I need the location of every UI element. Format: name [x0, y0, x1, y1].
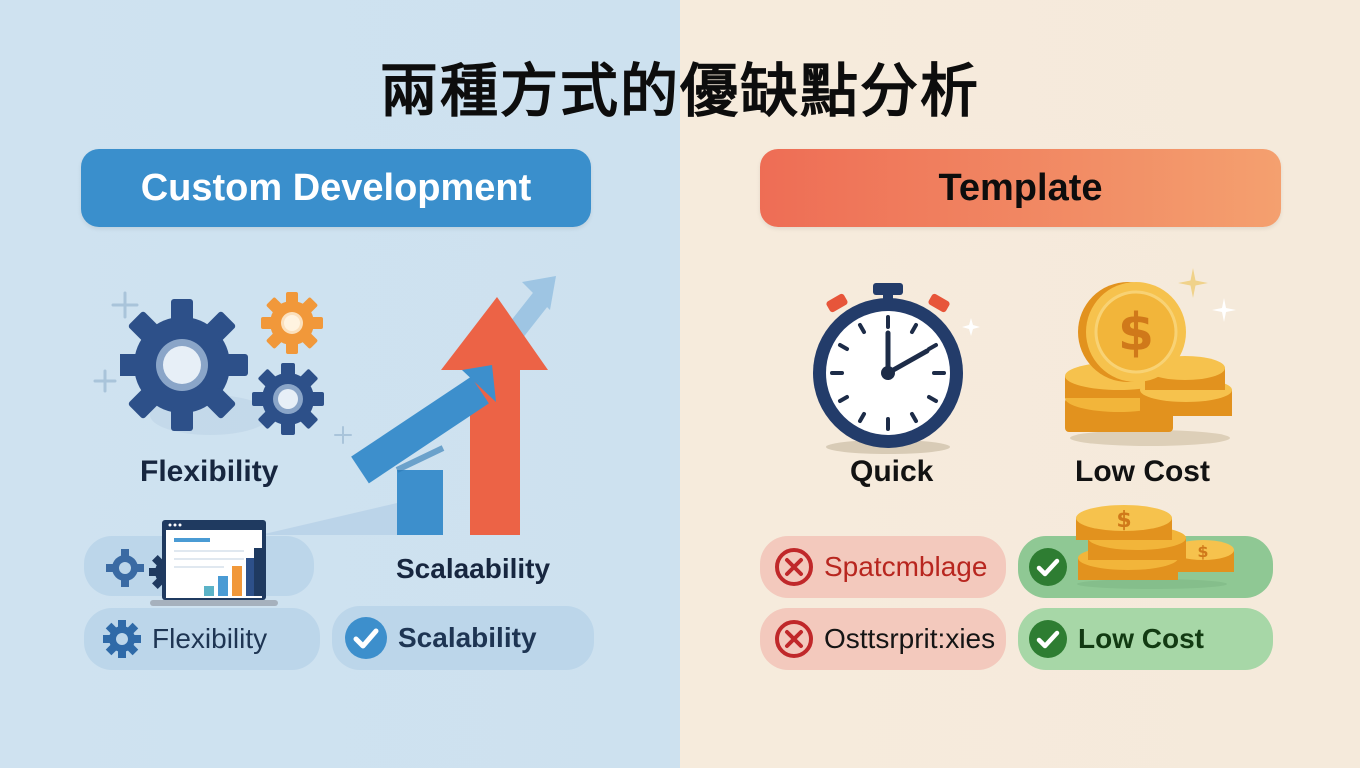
growth-arrows-icon [260, 276, 556, 535]
sparkle-plus-icon [334, 426, 352, 444]
custom-development-header: Custom Development [81, 149, 591, 227]
sparkle-icon [1178, 268, 1208, 298]
pill-pro-low-cost-label: Low Cost [1078, 623, 1204, 654]
pill-con-2-label: Osttsrprit:xies [824, 623, 996, 654]
pill-flexibility: Flexibility [84, 608, 320, 670]
x-circle-icon [775, 548, 813, 586]
template-header-label: Template [938, 166, 1103, 209]
pill-flexibility-label: Flexibility [152, 623, 268, 654]
svg-text:$: $ [1197, 542, 1208, 561]
pill-scalability: Scalability [332, 606, 594, 670]
check-circle-icon [1029, 620, 1067, 658]
feature-label-low-cost: Low Cost [1075, 455, 1210, 488]
pill-pro-low-cost: Low Cost [1018, 608, 1273, 670]
laptop-chart-icon [150, 520, 278, 606]
page-title: 兩種方式的優缺點分析 [379, 57, 980, 125]
pill-con-1: Spatcmblage [760, 536, 1006, 598]
svg-text:$: $ [1118, 303, 1154, 363]
coins-icon: $ [1065, 282, 1232, 446]
template-header: Template [760, 149, 1281, 227]
feature-label-flexibility: Flexibility [140, 455, 279, 488]
custom-development-header-label: Custom Development [140, 166, 532, 209]
gear-icon [103, 620, 141, 658]
pill-scalability-label: Scalability [398, 622, 537, 653]
coins-icon: $ $ [1076, 505, 1234, 589]
feature-label-scalaability: Scalaability [396, 553, 551, 584]
pill-con-2: Osttsrprit:xies [760, 608, 1006, 670]
sparkle-icon [1212, 298, 1236, 322]
gears-icon [120, 292, 324, 435]
sparkle-plus-icon [111, 291, 139, 319]
sparkle-icon [962, 318, 980, 336]
check-circle-icon [345, 617, 387, 659]
sparkle-plus-icon [93, 369, 117, 393]
pill-con-1-label: Spatcmblage [824, 551, 988, 582]
check-circle-icon [1029, 548, 1067, 586]
feature-label-quick: Quick [850, 455, 934, 488]
svg-text:$: $ [1116, 508, 1131, 533]
x-circle-icon [775, 620, 813, 658]
stopwatch-icon [813, 283, 963, 454]
